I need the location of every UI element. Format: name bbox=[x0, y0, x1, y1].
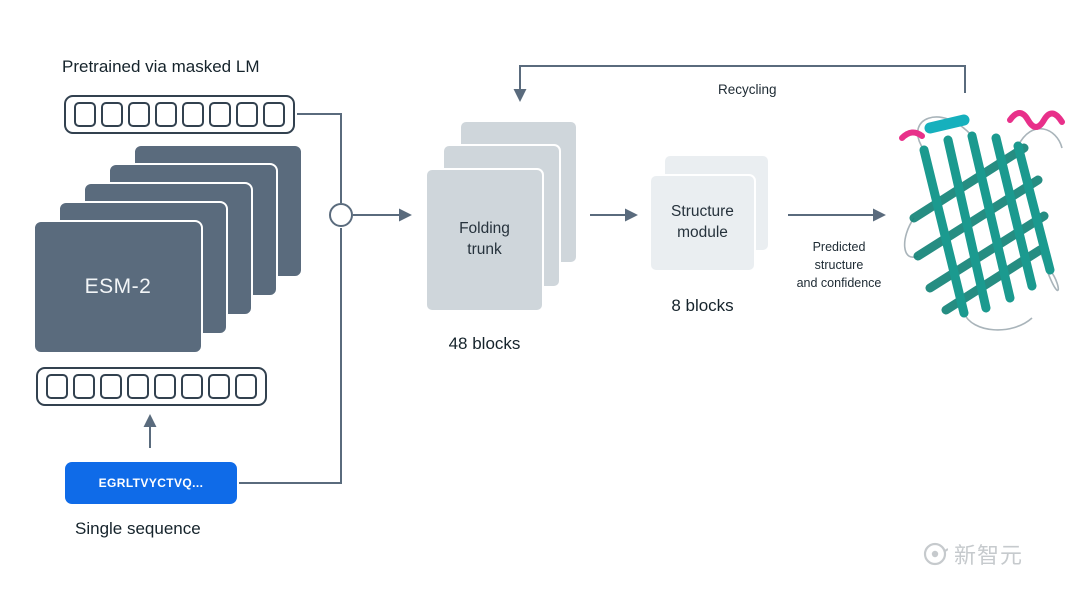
token-cell bbox=[263, 102, 285, 127]
token-cell bbox=[155, 102, 177, 127]
esm2-card-front: ESM-2 bbox=[33, 220, 203, 354]
token-cell bbox=[154, 374, 176, 399]
token-cell bbox=[46, 374, 68, 399]
structure-module-blocks-label: 8 blocks bbox=[671, 296, 734, 315]
single-sequence-label: Single sequence bbox=[75, 519, 201, 538]
connector-tokens-to-combiner bbox=[297, 113, 342, 203]
watermark: 新智元 bbox=[922, 538, 1023, 570]
folding-trunk-label: Folding trunk bbox=[459, 220, 510, 258]
token-cell bbox=[182, 102, 204, 127]
predicted-line-3: and confidence bbox=[796, 276, 882, 291]
structure-module-card-front: Structure module bbox=[649, 174, 756, 272]
token-cell bbox=[209, 102, 231, 127]
predicted-line-2: structure bbox=[814, 258, 864, 273]
folding-trunk-blocks-label: 48 blocks bbox=[448, 334, 521, 353]
structure-module-label: Structure module bbox=[671, 203, 734, 241]
folding-trunk-card-front: Folding trunk bbox=[425, 168, 544, 312]
esm2-label: ESM-2 bbox=[84, 275, 152, 298]
token-cell bbox=[208, 374, 230, 399]
token-cell bbox=[100, 374, 122, 399]
pretrained-label: Pretrained via masked LM bbox=[62, 57, 260, 76]
token-cell bbox=[236, 102, 258, 127]
token-cell bbox=[127, 374, 149, 399]
token-row-bottom bbox=[36, 367, 267, 406]
token-cell bbox=[235, 374, 257, 399]
combiner-circle-icon bbox=[329, 203, 353, 227]
token-cell bbox=[74, 102, 96, 127]
xinzhiyuan-logo-icon bbox=[923, 542, 948, 566]
recycling-label: Recycling bbox=[718, 82, 777, 97]
predicted-structure-caption: Predicted structure and confidence bbox=[782, 238, 896, 292]
token-cell bbox=[73, 374, 95, 399]
predicted-line-1: Predicted bbox=[812, 240, 866, 254]
token-cell bbox=[101, 102, 123, 127]
watermark-text: 新智元 bbox=[954, 543, 1024, 568]
token-row-top bbox=[64, 95, 295, 134]
sequence-text: EGRLTVYCTVQ... bbox=[98, 476, 204, 490]
sequence-input-chip: EGRLTVYCTVQ... bbox=[65, 462, 237, 504]
token-cell bbox=[181, 374, 203, 399]
token-cell bbox=[128, 102, 150, 127]
protein-structure-image bbox=[899, 110, 1065, 331]
